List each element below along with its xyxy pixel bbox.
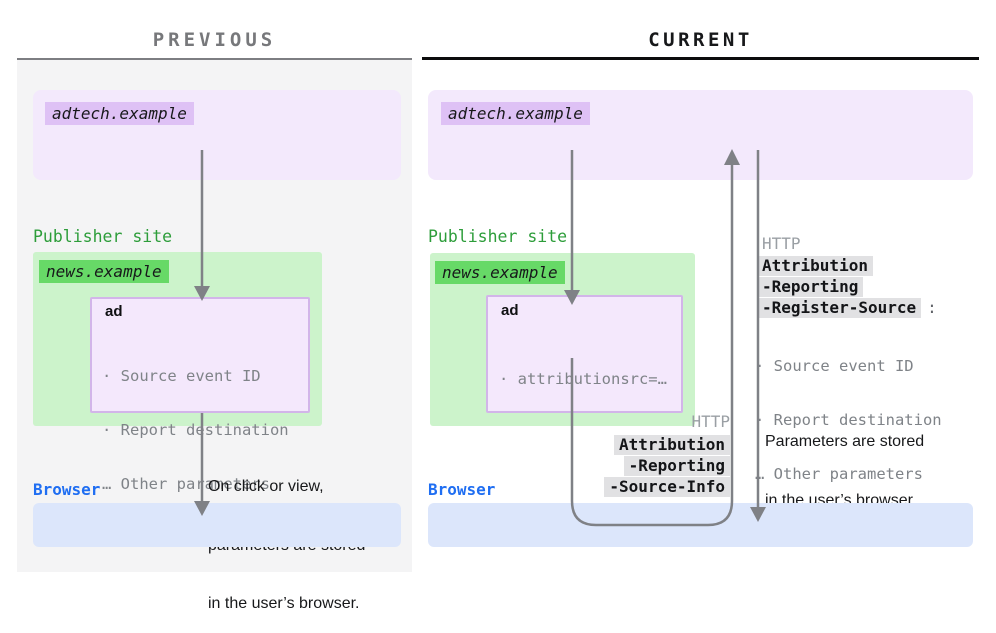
publisher-site-label-right: Publisher site	[428, 227, 568, 246]
news-domain-label-left: news.example	[39, 260, 169, 283]
publisher-site-label-left: Publisher site	[33, 227, 173, 246]
ad-box-left: ad · Source event ID · Report destinatio…	[90, 297, 310, 493]
ad-box-right: ad · attributionsrc=…	[486, 295, 683, 413]
register-param-source-event-id: · Source event ID	[755, 357, 914, 375]
http-label-register: HTTP	[762, 234, 801, 253]
ad-title-right: ad	[501, 302, 519, 319]
header-chip-reporting: -Reporting	[757, 277, 864, 297]
ad-param-source-event-id: · Source event ID	[102, 367, 261, 385]
adtech-box-left: adtech.example	[33, 90, 401, 180]
http-label-source-info: HTTP	[691, 412, 730, 431]
previous-divider-line	[17, 58, 412, 60]
adtech-domain-label-right: adtech.example	[441, 102, 590, 125]
header-chip-reporting-bottom: -Reporting	[623, 456, 730, 476]
browser-label-right: Browser	[428, 480, 496, 499]
browser-box-right	[428, 503, 973, 547]
current-divider-line	[422, 57, 979, 60]
ad-param-report-destination: · Report destination	[102, 421, 289, 439]
register-source-colon: :	[927, 298, 937, 317]
adtech-domain-label-left: adtech.example	[45, 102, 194, 125]
header-chip-attribution: Attribution	[757, 256, 873, 276]
ad-title-left: ad	[105, 303, 123, 320]
register-param-report-destination: · Report destination	[755, 411, 942, 429]
header-chip-attribution-bottom: Attribution	[614, 435, 730, 455]
news-domain-label-right: news.example	[435, 261, 565, 284]
header-chip-register-source: -Register-Source	[757, 298, 922, 318]
adtech-box-right: adtech.example	[428, 90, 973, 180]
ad-parameter-list-left: · Source event ID · Report destination ……	[102, 331, 289, 529]
ad-param-other-parameters: … Other parameters	[102, 475, 270, 493]
source-info-header: HTTP Attribution -Reporting -Source-Info	[520, 411, 730, 497]
register-param-other-parameters: … Other parameters	[755, 465, 923, 483]
header-chip-source-info-bottom: -Source-Info	[604, 477, 730, 497]
browser-label-left: Browser	[33, 480, 101, 499]
register-parameter-list: · Source event ID · Report destination ……	[755, 321, 942, 501]
previous-column-title: PREVIOUS	[152, 29, 277, 51]
register-source-header: Attribution -Reporting -Register-Source:	[757, 255, 937, 318]
current-column-title: CURRENT	[648, 29, 753, 51]
browser-box-left	[33, 503, 401, 547]
ad-param-attributionsrc: · attributionsrc=…	[499, 370, 667, 388]
